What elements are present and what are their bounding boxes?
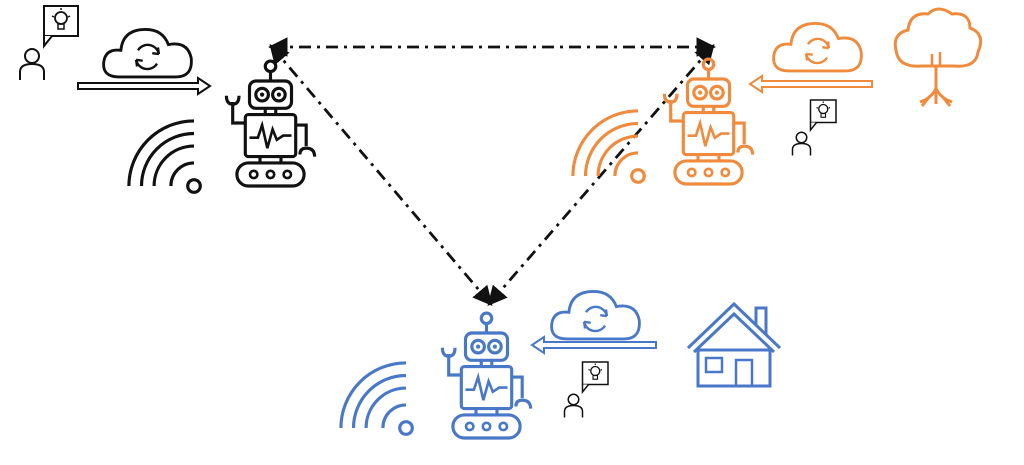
wireless-signal-icon — [571, 109, 646, 184]
cloud-sync-icon — [550, 289, 641, 341]
group-black — [19, 5, 317, 194]
cloud-sync-icon — [772, 21, 863, 73]
robot-icon — [440, 311, 533, 440]
link-black-blue — [269, 44, 493, 306]
person-with-idea-icon — [19, 5, 79, 81]
wireless-signal-icon — [339, 361, 414, 436]
data-flow-arrow — [77, 76, 212, 96]
group-blue — [339, 289, 782, 440]
cloud-sync-icon — [102, 27, 193, 79]
robot-icon — [224, 59, 317, 188]
person-with-idea-icon — [563, 361, 609, 419]
house-icon — [686, 301, 782, 388]
data-flow-arrow — [530, 335, 657, 355]
tree-icon — [893, 7, 983, 107]
person-with-idea-icon — [791, 99, 837, 157]
wireless-signal-icon — [127, 119, 202, 194]
link-orange-blue — [487, 44, 715, 306]
robot-icon — [662, 57, 755, 186]
group-orange — [571, 7, 983, 186]
data-flow-arrow — [748, 74, 873, 94]
